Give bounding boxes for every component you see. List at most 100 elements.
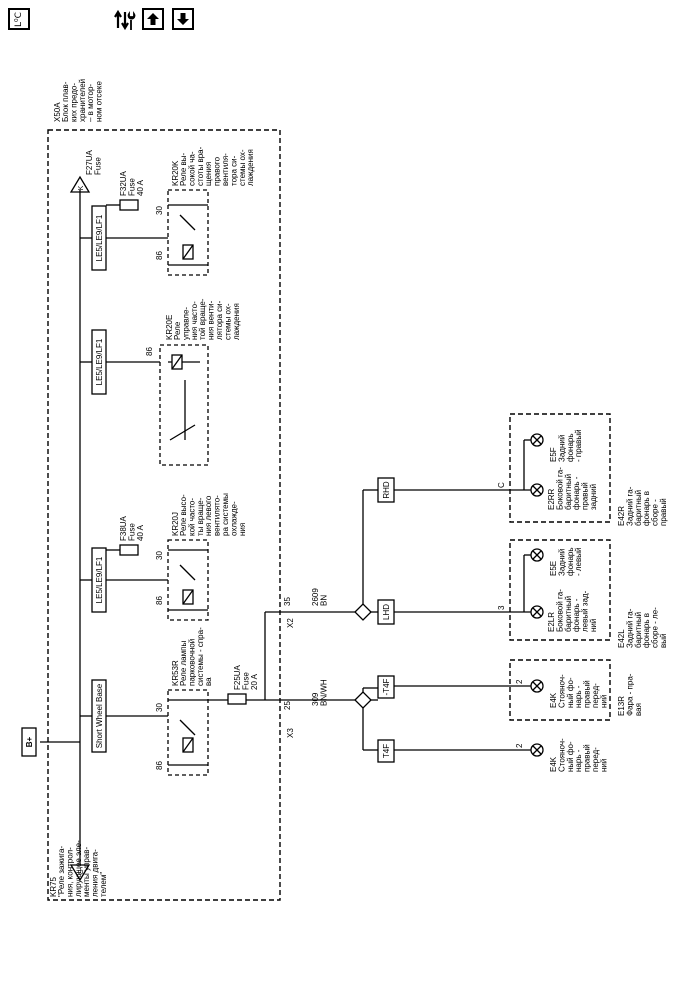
- fuse-f38ua-label-line: Fuse: [127, 523, 136, 541]
- lamp-e4k-b-desc-line: ний: [599, 759, 608, 772]
- lamp-e42r-desc-line: сборе -: [651, 499, 660, 526]
- wire-2609-label-line: BN: [319, 595, 328, 606]
- relay-kr53r-id: KR53R: [171, 660, 180, 686]
- relay-kr20j-desc-line: Реле высо-: [179, 494, 188, 536]
- wire-309-label-line: BN/WH: [319, 679, 328, 706]
- relay-kr20e-desc-line: управле-: [181, 307, 190, 340]
- relay-kr75-desc-line: ления двига-: [91, 849, 100, 897]
- lamp-e4k-a-pin-line: 2: [515, 679, 524, 684]
- option-not-t4f-label-line: -T4F: [382, 678, 391, 695]
- lamp-e42l-desc-line: сборе - ле-: [651, 607, 660, 648]
- lamp-e2rr-desc-line: задний: [589, 484, 598, 510]
- lamp-e13r-desc-line: E13R: [617, 696, 626, 716]
- lamp-e42r-desc-line: правый: [659, 498, 668, 526]
- relay-kr75-desc: "Реле зажига-ния, контрол-лирующее эле-м…: [57, 840, 108, 897]
- lamp-e4k-a-desc-line: перед-: [591, 683, 600, 708]
- connector-x2-pin-line: 35: [283, 597, 292, 606]
- relay-kr20k-pin30-line: 30: [155, 206, 164, 215]
- pin-k-triangle: [69, 175, 91, 193]
- relay-kr20j-pin86: 86: [155, 596, 164, 605]
- wire-2609-label-line: 2609: [311, 588, 320, 606]
- lamp-e5e-desc-line: E5E: [549, 561, 558, 576]
- lamp-box-e13r: [509, 659, 611, 721]
- fuse-f38ua-label-line: F38UA: [119, 515, 128, 541]
- lamp-e42l-desc-line: вый: [659, 634, 668, 648]
- module-name-line: ких предо-: [69, 83, 78, 122]
- relay-kr20k-id: KR20K: [171, 160, 180, 186]
- relay-kr20j-id: KR20J: [171, 512, 180, 536]
- relay-kr75-desc-line: лирующее эле-: [74, 840, 83, 897]
- option-le5-3-label-line: LE5/LE9/LF1: [95, 214, 104, 261]
- wire-2609-label: 2609BN: [311, 588, 328, 606]
- relay-kr20e-desc-line: ния венти-: [207, 300, 216, 340]
- lamp-e4k-b-desc-line: нарь -: [574, 749, 583, 772]
- pin-g-triangle: [69, 864, 91, 882]
- module-id-line: X50A: [53, 102, 62, 122]
- arrow-up-icon[interactable]: [142, 8, 164, 30]
- relay-kr20j-desc-line: охлажде-: [229, 501, 238, 536]
- lamp-e42r-desc-line: E42R: [617, 506, 626, 526]
- lamp-e42r-desc-line: баритный: [634, 490, 643, 526]
- lamp-e5f: [530, 433, 544, 447]
- relay-kr20j-desc-line: ты враще-: [196, 497, 205, 536]
- relay-kr20j-desc-line: ния: [238, 523, 247, 536]
- lamp-e42l-desc-line: Задний га-: [625, 608, 634, 648]
- option-rhd-label: RHD: [382, 481, 391, 499]
- lamp-e2lr-desc-line: баритный: [564, 596, 573, 632]
- option-t4f: [377, 739, 395, 763]
- lamp-e2lr-desc-line: левый зад-: [581, 590, 590, 632]
- connector-x3-pin: 25: [283, 701, 292, 710]
- fuse-f38ua: [119, 544, 139, 556]
- lamp-e42r-desc-line: фонарь в: [642, 491, 651, 526]
- relay-kr20k-desc-line: тора си-: [229, 155, 238, 186]
- relay-kr20j-id-line: KR20J: [171, 512, 180, 536]
- lamp-e4k-a-desc-line: нарь -: [574, 685, 583, 708]
- relay-kr20e-id: KR20E: [165, 315, 174, 340]
- relay-kr20e-desc-line: Реле: [173, 321, 182, 340]
- relay-kr75-id: KR75: [49, 876, 58, 897]
- option-le5-3-label: LE5/LE9/LF1: [95, 214, 104, 261]
- relay-kr20j-desc-line: ра системы: [221, 493, 230, 536]
- lamp-e5f-desc: E5FЗаднийфонарь- правый: [549, 429, 583, 462]
- relay-kr20j-pin30-line: 30: [155, 551, 164, 560]
- fuse-f25ua-label-line: Fuse: [241, 672, 250, 690]
- relay-kr20e-desc-line: ния часто-: [190, 301, 199, 340]
- arrow-down-icon[interactable]: [172, 8, 194, 30]
- fuse-f25ua-label: F25UAFuse20 A: [233, 664, 259, 690]
- battery-label-line: B+: [25, 736, 34, 747]
- fuse-f32ua-label-line: Fuse: [127, 178, 136, 196]
- option-lhd-label: LHD: [382, 604, 391, 620]
- relay-kr20e-desc-line: лятора си-: [215, 300, 224, 340]
- module-name-line: ном отсеке: [95, 81, 104, 122]
- relay-kr20j: [167, 539, 209, 621]
- lamp-e13r-desc-line: вая: [634, 703, 643, 716]
- lamp-e2rr-pin-line: C: [497, 482, 506, 488]
- relay-kr53r-pin86: 86: [155, 761, 164, 770]
- lamp-e2lr: [530, 605, 544, 619]
- pin-k-label-line: K: [78, 185, 85, 190]
- wire-309-label-line: 309: [311, 692, 320, 706]
- fuse-f25ua-label-line: 20 A: [250, 673, 259, 690]
- relay-kr75-id-line: KR75: [49, 876, 58, 897]
- relay-kr53r-pin30-line: 30: [155, 703, 164, 712]
- relay-kr20e-desc: Релеуправле-ния часто-той враще-ния вент…: [173, 298, 241, 340]
- legend-button[interactable]: L⁰C: [8, 8, 30, 30]
- relay-kr53r-desc-line: ва: [204, 677, 213, 686]
- connector-x2: X2: [286, 618, 295, 628]
- lamp-e2lr-pin: 3: [497, 605, 506, 610]
- lamp-e2lr-pin-line: 3: [497, 605, 506, 610]
- option-le5-2-label-line: LE5/LE9/LF1: [95, 338, 104, 385]
- relay-kr75-desc-line: менты управ-: [82, 847, 91, 897]
- lamp-e2lr-desc-line: E2LR: [547, 612, 556, 632]
- lamp-e4k-a-desc-line: ний: [599, 695, 608, 708]
- lamp-e5f-desc-line: Задний: [557, 435, 566, 462]
- lamp-e4k-a-desc-line: правый: [583, 680, 592, 708]
- lamp-e5f-desc-line: - правый: [574, 429, 583, 462]
- module-name: Блок плав-ких предо-хранителей– в мотор-…: [61, 79, 104, 122]
- relay-kr20e-id-line: KR20E: [165, 315, 174, 340]
- wrench-up-down-icon[interactable]: [114, 8, 138, 32]
- relay-kr20j-desc: Реле высо-кой часто-ты враще-ния левогов…: [179, 493, 247, 536]
- option-le5-1-label-line: LE5/LE9/LF1: [95, 556, 104, 603]
- lamp-e5f-desc-line: E5F: [549, 447, 558, 462]
- lamp-e5e-desc-line: - левый: [574, 548, 583, 576]
